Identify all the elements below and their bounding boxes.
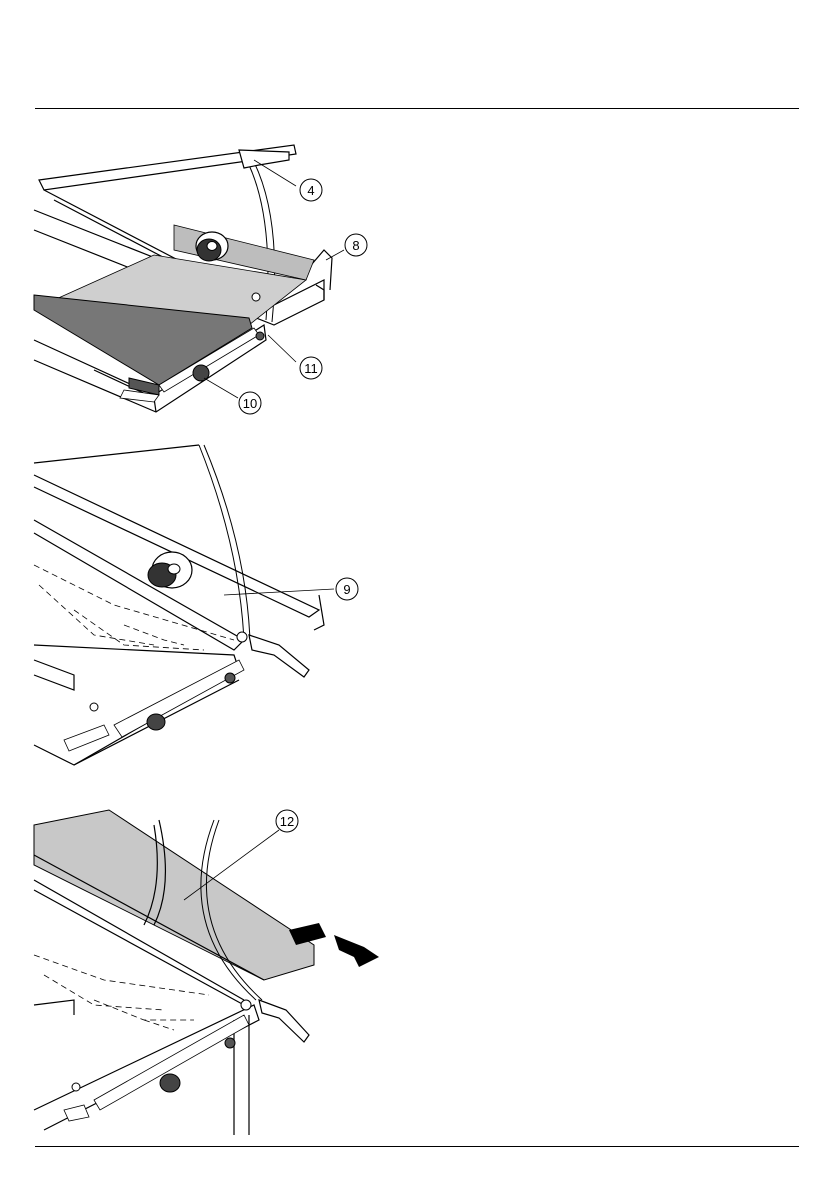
- svg-text:9: 9: [343, 582, 350, 597]
- svg-text:10: 10: [243, 396, 257, 411]
- figure-2-illustration: 9: [34, 445, 379, 775]
- callout-10: 10: [239, 392, 261, 414]
- header-rule: [35, 108, 799, 109]
- guillotine-raised-blade-drawing: 9: [34, 445, 379, 775]
- figure-1-illustration: 4 8 11 10: [34, 140, 379, 430]
- svg-text:8: 8: [352, 238, 359, 253]
- svg-text:4: 4: [307, 183, 314, 198]
- callout-12: 12: [276, 810, 298, 832]
- footer-rule: [35, 1146, 799, 1147]
- guillotine-top-view-drawing: 4 8 11 10: [34, 140, 379, 430]
- svg-text:12: 12: [280, 814, 294, 829]
- guillotine-guard-folded-drawing: 12: [34, 805, 379, 1135]
- svg-text:11: 11: [304, 361, 318, 376]
- callout-11: 11: [300, 357, 322, 379]
- callout-4: 4: [300, 179, 322, 201]
- callout-8: 8: [345, 234, 367, 256]
- figure-3-illustration: 12: [34, 805, 379, 1135]
- callout-9: 9: [336, 578, 358, 600]
